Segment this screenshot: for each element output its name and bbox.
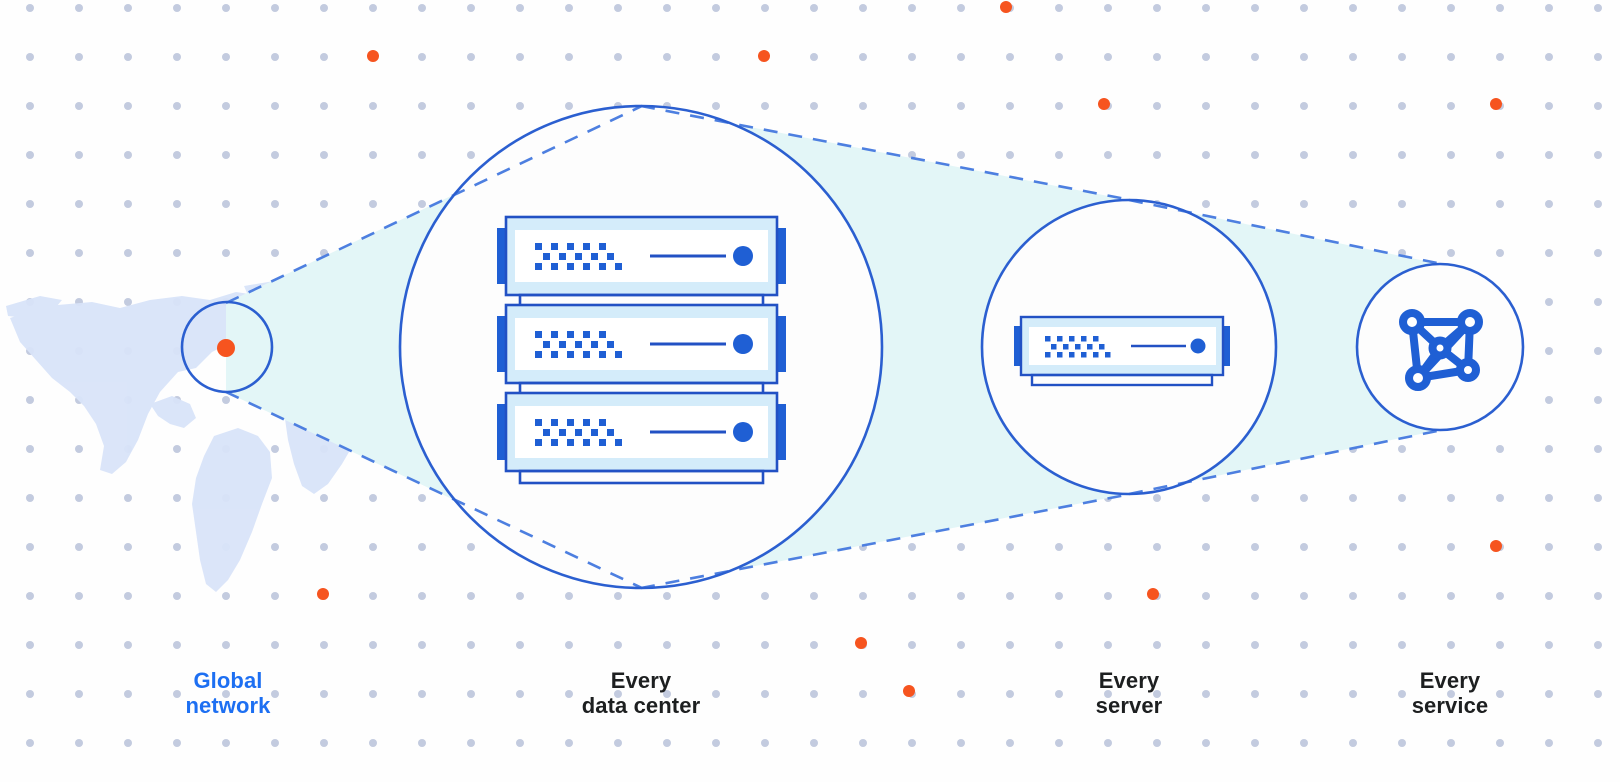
stage-label-server: Every server — [1095, 668, 1163, 718]
rack-unit — [497, 303, 786, 385]
rack-unit — [1014, 315, 1230, 387]
stage-label-data-center: Every data center — [581, 668, 701, 718]
stage-label-service: Every service — [1411, 668, 1489, 718]
stage-label-global-network: Global network — [185, 668, 271, 718]
rack-unit — [497, 391, 786, 473]
rack-unit — [497, 215, 786, 297]
